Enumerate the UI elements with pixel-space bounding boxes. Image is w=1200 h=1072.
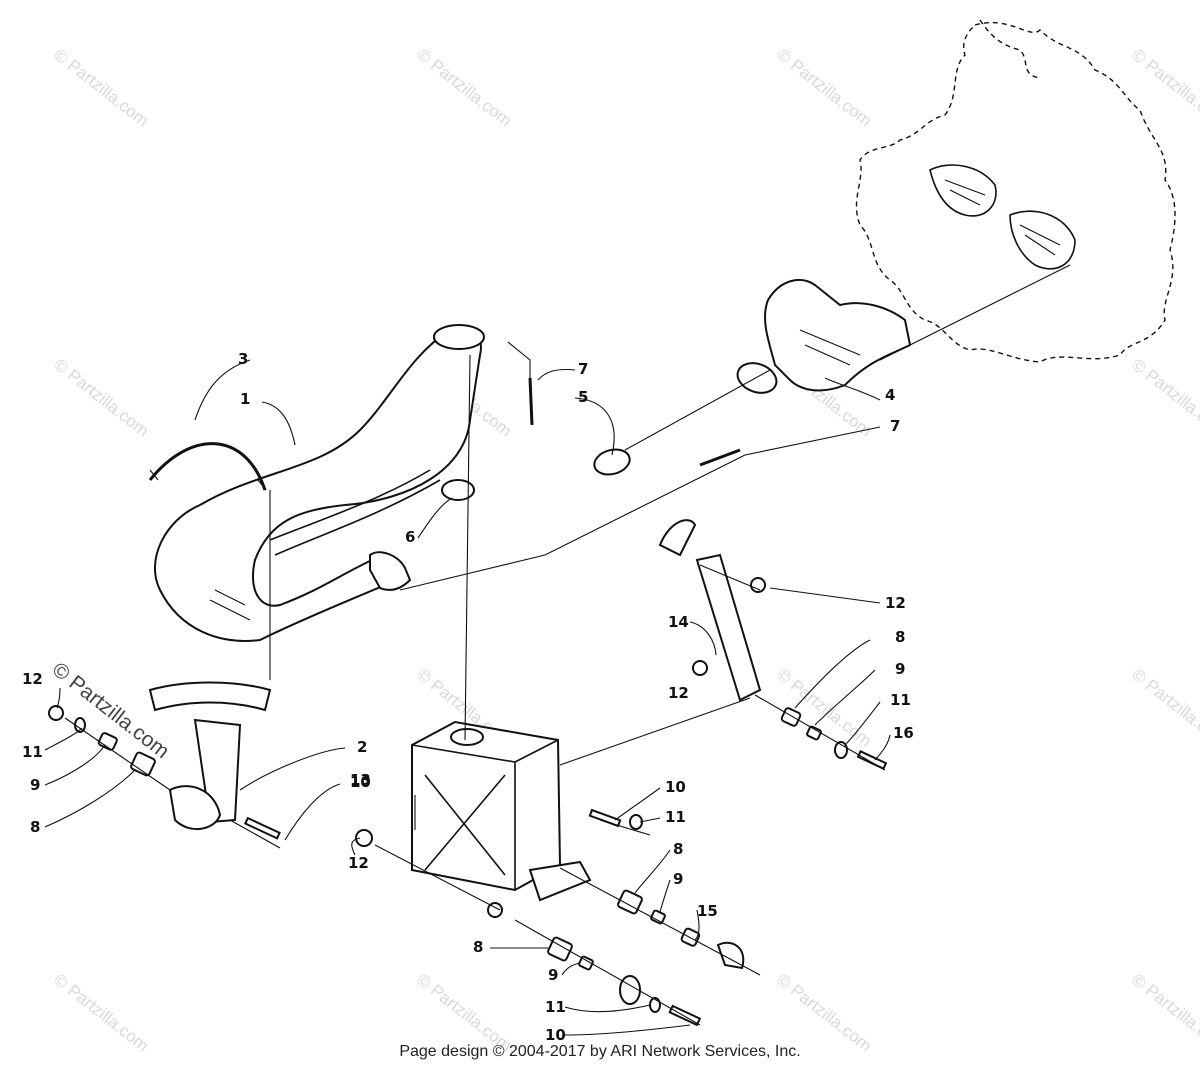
callout-5: 5 bbox=[578, 388, 589, 406]
callout-8: 8 bbox=[30, 818, 41, 836]
leader-lines bbox=[44, 264, 1071, 1036]
callout-8: 8 bbox=[895, 628, 906, 646]
callout-1: 1 bbox=[240, 390, 251, 408]
muffler-hanger bbox=[148, 681, 272, 830]
callout-11: 11 bbox=[890, 691, 911, 709]
callout-11: 11 bbox=[665, 808, 686, 826]
callout-11: 11 bbox=[22, 743, 43, 761]
callout-9: 9 bbox=[895, 660, 906, 678]
callout-11: 11 bbox=[545, 998, 566, 1016]
exhaust-muffler bbox=[154, 324, 485, 642]
tank-box bbox=[411, 720, 592, 902]
engine-outline bbox=[855, 19, 1176, 363]
footer-copyright: Page design © 2004-2017 by ARI Network S… bbox=[399, 1043, 801, 1060]
muffler-strap bbox=[148, 442, 267, 491]
callout-6: 6 bbox=[405, 528, 416, 546]
callout-9: 9 bbox=[30, 776, 41, 794]
exhaust-seal bbox=[593, 448, 631, 476]
callout-4: 4 bbox=[885, 386, 896, 404]
exhaust-spring bbox=[528, 377, 741, 467]
callout-13: 13 bbox=[350, 771, 371, 789]
callout-10: 10 bbox=[545, 1026, 566, 1044]
callout-10: 10 bbox=[665, 778, 686, 796]
callout-9: 9 bbox=[673, 870, 684, 888]
callout-8: 8 bbox=[473, 938, 484, 956]
fasteners bbox=[48, 577, 888, 1027]
callout-15: 15 bbox=[697, 902, 718, 920]
callout-7: 7 bbox=[890, 417, 901, 435]
callout-12: 12 bbox=[885, 594, 906, 612]
grommet bbox=[441, 479, 475, 501]
callout-2: 2 bbox=[357, 738, 368, 756]
support-arm bbox=[658, 519, 762, 702]
callout-12: 12 bbox=[348, 854, 369, 872]
callout-12: 12 bbox=[668, 684, 689, 702]
callout-12: 12 bbox=[22, 670, 43, 688]
callout-3: 3 bbox=[238, 350, 249, 368]
exhaust-manifold bbox=[736, 279, 912, 394]
callout-8: 8 bbox=[673, 840, 684, 858]
callout-7: 7 bbox=[578, 360, 589, 378]
callout-9: 9 bbox=[548, 966, 559, 984]
callout-16: 16 bbox=[893, 724, 914, 742]
callout-10: 10 bbox=[350, 773, 371, 791]
callout-14: 14 bbox=[668, 613, 689, 631]
